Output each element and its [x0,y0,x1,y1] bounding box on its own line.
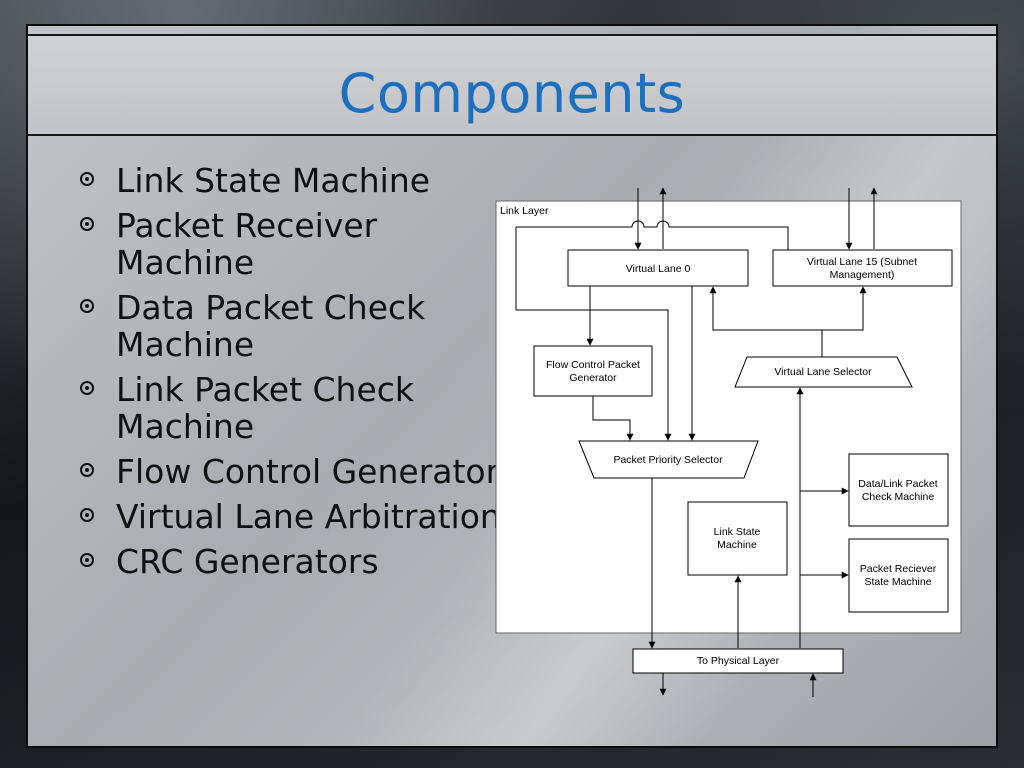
circle-bullet-icon [80,299,94,313]
circle-bullet-icon [80,508,94,522]
block-packet-receiver-state-machine: Packet Reciever State Machine [848,538,949,613]
circle-bullet-icon [80,463,94,477]
block-label: Link State [714,526,761,538]
block-label: Packet Reciever [860,563,937,575]
bullet-item: Virtual Lane Arbitration [72,498,512,535]
bullet-item: Link Packet Check Machine [72,371,512,445]
block-label: State Machine [864,576,931,588]
block-packet-priority-selector: Packet Priority Selector [578,440,759,479]
block-virtual-lane-15: Virtual Lane 15 (Subnet Management) [772,249,953,287]
bullet-text: CRC Generators [116,542,379,581]
block-data-link-check-machine: Data/Link Packet Check Machine [848,453,949,527]
flow-control-to-priority-arrow [592,396,634,441]
bullet-item: Link State Machine [72,162,512,199]
bullet-text: Flow Control Generator [116,452,500,491]
bullet-text: Data Packet Check Machine [116,288,426,364]
circle-bullet-icon [80,172,94,186]
block-link-state-machine: Link State Machine [687,501,788,576]
block-label: Management) [830,269,895,281]
title-bar: Components [28,34,996,136]
block-flow-control-generator: Flow Control Packet Generator [533,345,653,397]
block-virtual-lane-selector: Virtual Lane Selector [734,356,913,388]
circle-bullet-icon [80,217,94,231]
block-label: Data/Link Packet [858,478,937,490]
selector-to-vl0-arrow [709,286,823,357]
block-label: Flow Control Packet [546,359,640,371]
bullet-list: Link State Machine Packet Receiver Machi… [72,162,512,588]
block-label: To Physical Layer [697,655,780,667]
bullet-item: Data Packet Check Machine [72,289,512,363]
block-label: Check Machine [862,491,935,503]
bullet-text: Packet Receiver Machine [116,206,378,282]
block-label: Virtual Lane 0 [626,263,691,275]
block-to-physical-layer: To Physical Layer [632,648,844,674]
circle-bullet-icon [80,381,94,395]
bullet-text: Virtual Lane Arbitration [116,497,501,536]
top-loop-line [516,220,789,250]
selector-to-vl15-arrow [822,286,867,331]
connectors [515,187,878,697]
link-layer-label: Link Layer [500,205,549,217]
bullet-item: Packet Receiver Machine [72,207,512,281]
block-label: Generator [569,372,617,384]
block-label: Packet Priority Selector [613,454,723,466]
block-label: Virtual Lane Selector [774,366,872,378]
bullet-text: Link State Machine [116,161,431,200]
bullet-text: Link Packet Check Machine [116,370,415,446]
block-label: Virtual Lane 15 (Subnet [807,256,917,268]
block-virtual-lane-0: Virtual Lane 0 [567,249,749,287]
slide-title: Components [338,62,686,125]
bullet-item: Flow Control Generator [72,453,512,490]
circle-bullet-icon [80,553,94,567]
left-loop-line [515,227,672,441]
bullet-item: CRC Generators [72,543,512,580]
block-label: Machine [717,539,757,551]
